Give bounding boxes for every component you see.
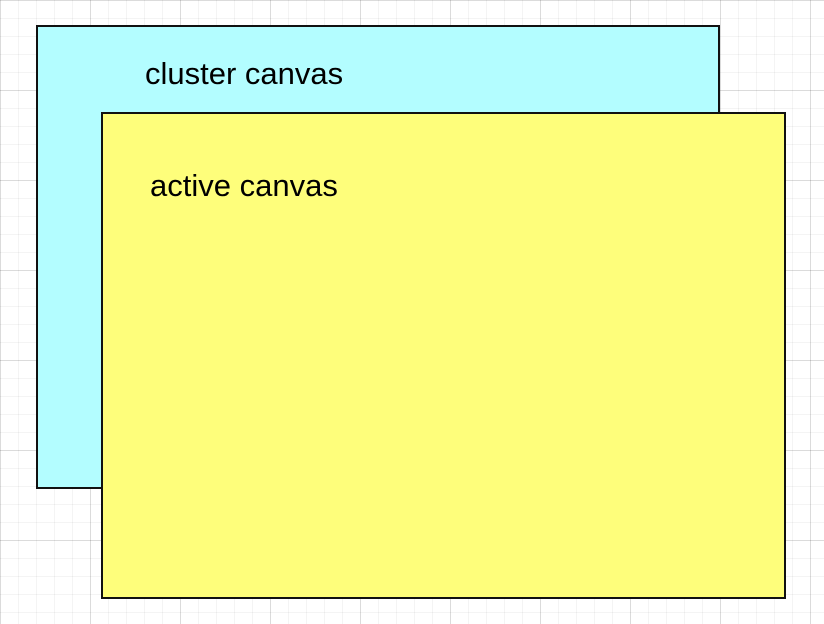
active-canvas: active canvas [101,112,786,599]
cluster-canvas-label: cluster canvas [145,56,344,91]
active-canvas-label: active canvas [150,168,338,203]
